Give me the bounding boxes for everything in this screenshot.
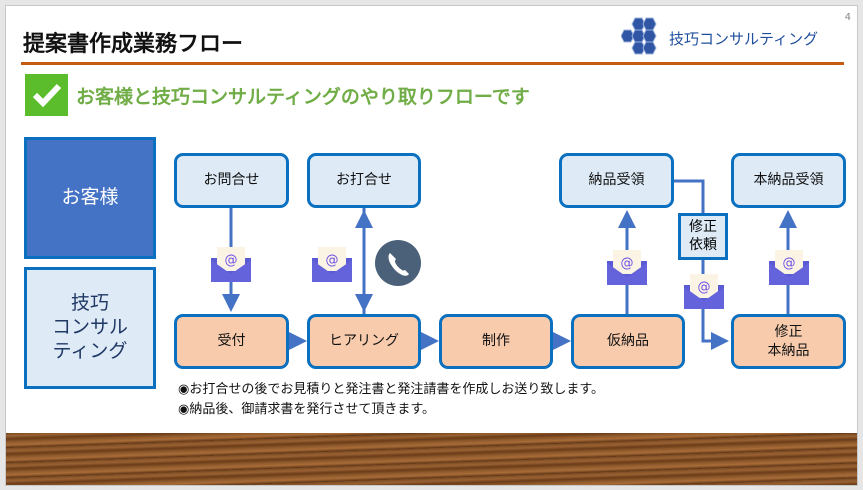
actor-company-label: 技巧 コンサル ティング [51, 292, 128, 362]
step-production: 制作 [439, 314, 553, 369]
actor-customer: お客様 [24, 137, 156, 259]
checkmark-icon [25, 74, 68, 116]
email-icon: @ [769, 250, 809, 285]
note-line: ◉納品後、御請求書を発行させて頂きます。 [178, 402, 436, 417]
note-line: ◉お打合せの後でお見積りと発注書と発注請書を作成しお送り致します。 [178, 382, 605, 397]
revision-request-label: 修正 依頼 [678, 213, 728, 260]
step-hearing: ヒアリング [307, 314, 421, 369]
wood-floor-decoration [6, 433, 857, 485]
svg-text:@: @ [621, 256, 634, 271]
page-title: 提案書作成業務フロー [23, 32, 244, 57]
step-final-receipt: 本納品受領 [731, 153, 846, 208]
step-delivery-receipt: 納品受領 [559, 153, 674, 208]
notes: ◉お打合せの後でお見積りと発注書と発注請書を作成しお送り致します。 ◉納品後、御… [178, 380, 604, 420]
logo-text: 技巧コンサルティング [669, 29, 819, 48]
step-inquiry: お問合せ [174, 153, 289, 208]
svg-text:@: @ [326, 253, 339, 268]
email-icon: @ [684, 274, 724, 309]
step-meeting: お打合せ [307, 153, 421, 208]
company-logo: 技巧コンサルティング [621, 16, 818, 60]
step-reception: 受付 [174, 314, 289, 369]
email-icon: @ [607, 250, 647, 285]
svg-text:@: @ [783, 256, 796, 271]
svg-text:@: @ [225, 253, 238, 268]
step-revised-final-delivery: 修正 本納品 [731, 314, 846, 369]
email-icon: @ [312, 247, 352, 282]
step-provisional-delivery: 仮納品 [571, 314, 685, 369]
page-number: 4 [844, 12, 851, 23]
arrow-revision-path [674, 179, 729, 350]
actor-company: 技巧 コンサル ティング [24, 267, 156, 389]
phone-icon [375, 240, 421, 286]
subtitle: お客様と技巧コンサルティングのやり取りフローです [76, 86, 530, 108]
hexagon-logo-icon [621, 17, 657, 55]
svg-text:@: @ [698, 280, 711, 295]
email-icon: @ [211, 247, 251, 282]
title-divider [21, 62, 844, 65]
slide: 提案書作成業務フロー 4 技巧コンサルティング お客様と技巧コンサルティングのや… [5, 5, 858, 486]
